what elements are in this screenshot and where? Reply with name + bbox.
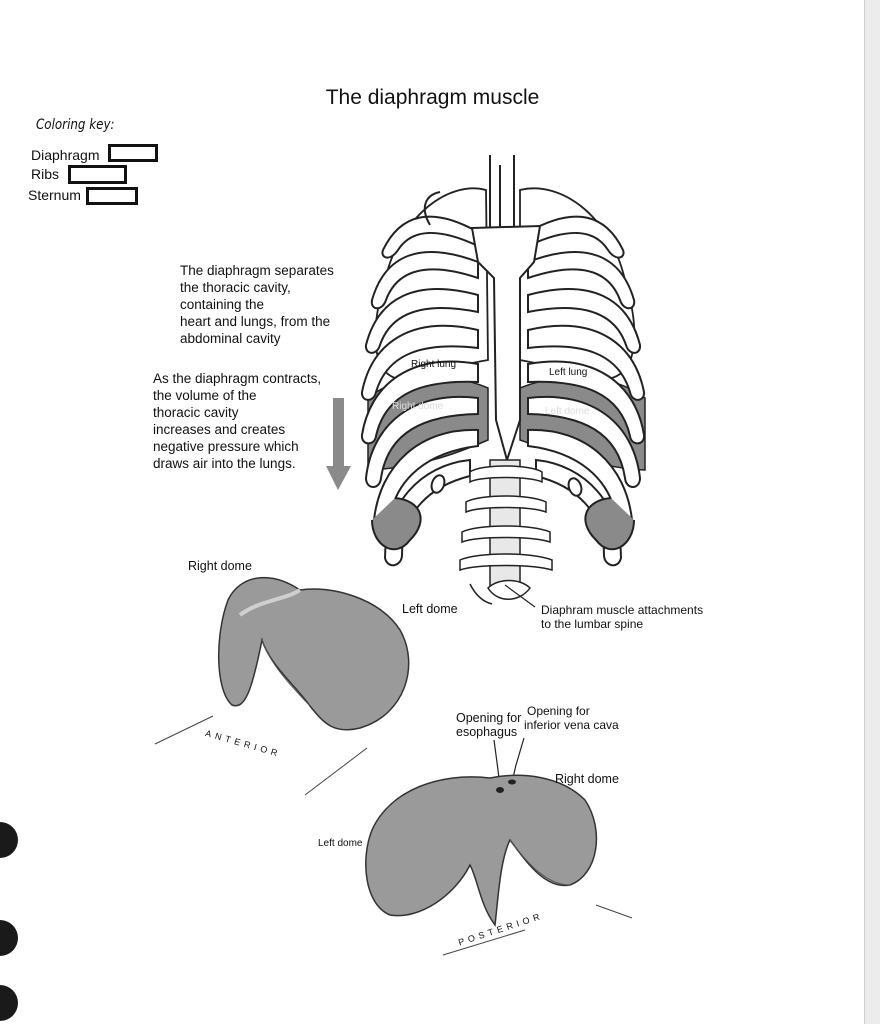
leader-lines [493,584,536,789]
rib-gap [430,474,446,494]
label-right-lung: Right lung [411,359,457,370]
diaphragm-anterior-view [154,576,410,796]
key-label-sternum: Sternum [28,187,81,203]
page-title: The diaphragm muscle [325,86,540,109]
key-label-diaphragm: Diaphragm [31,147,100,163]
key-label-ribs: Ribs [31,166,60,182]
ribs-right [527,215,646,567]
key-swatch-sternum[interactable] [86,187,138,205]
side-dot [0,822,18,858]
trachea [489,155,515,230]
separates-paragraph: The diaphragm separates the thoracic cav… [180,263,334,346]
label-left-dome-mid: Left dome [402,602,458,616]
contracts-paragraph: As the diaphragm contracts, the volume o… [153,371,322,471]
key-swatch-ribs[interactable] [68,165,127,184]
label-left-dome-bottom: Left dome [318,838,363,849]
lumbar-spine [459,459,553,605]
key-swatch-diaphragm[interactable] [108,144,158,162]
side-dot [0,920,18,956]
label-left-lung: Left lung [549,367,588,378]
coloring-key-heading: Coloring key: [36,117,115,133]
label-vena-cava: Opening for inferior vena cava [524,704,619,732]
label-esophagus: Opening for esophagus [456,711,522,739]
label-attachments: Diaphram muscle attachments to the lumba… [541,603,704,631]
page-edge [864,0,880,1024]
side-dot [0,985,18,1021]
down-arrow [326,398,351,490]
rib-gap [567,477,583,497]
label-left-dome-inner: Left dome [545,406,590,417]
label-right-dome-bottom: Right dome [555,772,619,786]
sternum [470,224,542,464]
diaphragm-posterior-view [365,774,633,956]
label-right-dome-top: Right dome [188,559,252,573]
ribs-left [360,191,479,567]
label-right-dome-inner: Right dome [392,401,444,412]
